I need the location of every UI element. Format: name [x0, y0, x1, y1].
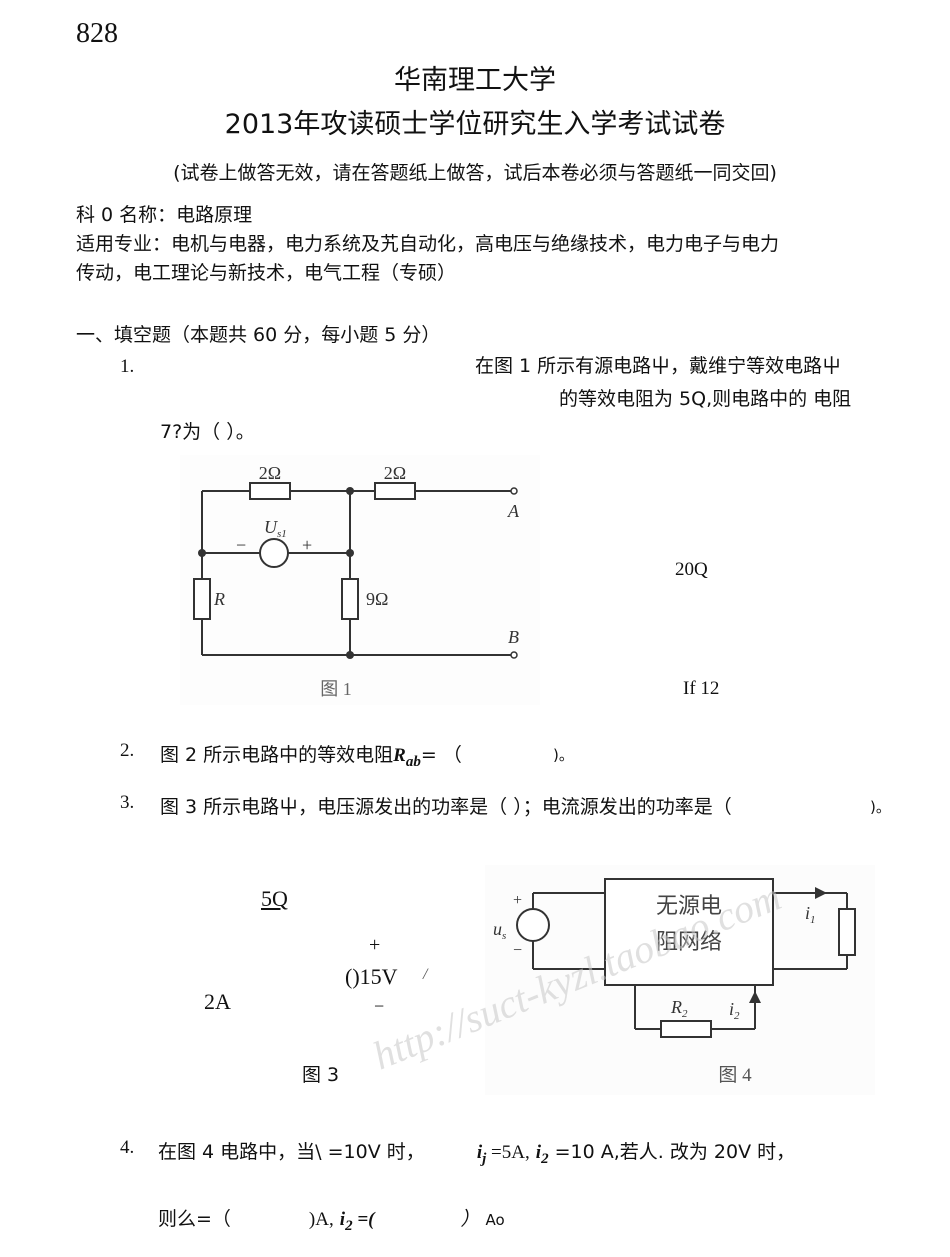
q4-line2-e: Ao [485, 1211, 505, 1229]
fig1-source-minus: − [236, 535, 246, 555]
university-title: 华南理工大学 [394, 65, 556, 96]
fig1-resistor-r-label: R [213, 589, 225, 609]
fig4-current-i2: i2 [729, 999, 740, 1022]
fig4-source-minus: − [513, 942, 522, 959]
q4-text-b: =5A, [486, 1142, 530, 1163]
q4-line2-b: )A, [308, 1209, 334, 1230]
fig4-network-line-2: 阻网络 [656, 929, 722, 954]
q2-number: 2. [120, 740, 135, 761]
q2-text: 图 2 所示电路中的等效电阻Rab= （ [160, 740, 462, 771]
q3-text: 图 3 所示电路屮，电压源发出的功率是（ ）；电流源发出的功率是（ [160, 796, 732, 818]
q2-equals: = （ [420, 744, 462, 766]
q4-line2-c: =( [352, 1209, 375, 1230]
q3-close: )。 [870, 798, 891, 816]
fig4-network-line-1: 无源电 [656, 893, 722, 918]
q2-close: )。 [553, 746, 574, 764]
majors-line-1: 适用专业：电机与电器，电力系统及艽自动化，高电压与绝缘技术，电力电子与电力 [76, 233, 780, 255]
fig4-source-plus: + [513, 892, 522, 909]
fig4-caption: 图 4 [718, 1065, 752, 1086]
q2-symbol: R [393, 745, 406, 766]
fig4-resistor-r2: R2 [670, 997, 688, 1020]
fig1-resistor-top-right-label: 2Ω [384, 463, 406, 483]
fig1-source-plus: + [302, 535, 312, 555]
figure-4-circuit: 无源电 阻网络 us + − i1 R2 i2 图 4 [485, 865, 875, 1095]
q4-i1-sub: j [482, 1150, 487, 1167]
q1-text-line-1: 在图 1 所示有源电路屮，戴维宁等效电路屮 [475, 355, 842, 377]
q1-side-label-1: 20Q [675, 559, 708, 580]
q4-i2-symbol: i [535, 1142, 542, 1163]
fig3-current-source: 2A [204, 989, 231, 1014]
watermark-overlay: http://suct-kyzl.taobao.com [367, 873, 788, 1078]
majors-line-2: 传动，电工理论与新技术，电气工程（专硕） [76, 262, 457, 284]
fig3-arrow: / [423, 966, 428, 983]
q4-line2-i2-symbol: i [339, 1209, 346, 1230]
fig1-resistor-9-label: 9Ω [366, 589, 388, 609]
page-number: 828 [76, 18, 118, 49]
fig4-current-i1: i1 [805, 903, 816, 926]
section-heading: 一、填空题（本题共 60 分，每小题 5 分） [76, 324, 441, 346]
fig1-resistor-top-left-label: 2Ω [259, 463, 281, 483]
fig1-node-b: B [508, 627, 519, 647]
q4-line2-i2-sub: 2 [345, 1217, 353, 1234]
q1-text-line-2: 的等效电阻为 5Q,则电路中的 电阻 [559, 388, 852, 410]
watermark-text: http://suct-kyzl.taobao.com [367, 873, 788, 1078]
q4-text-c: =10 A,若人. 改为 20V 时， [548, 1141, 796, 1163]
exam-notice: (试卷上做答无效，请在答题纸上做答，试后本卷必须与答题纸一同交回) [173, 162, 777, 184]
fig3-plus: + [369, 934, 381, 956]
q4-text-a: 在图 4 电路中，当\ =10V 时， [158, 1141, 425, 1163]
q3-number: 3. [120, 792, 135, 813]
q4-line2-d: ） [460, 1209, 480, 1230]
q4-text-line-2: 则么=（ )A, i2 =( ） Ao [158, 1204, 505, 1235]
exam-title: 2013年攻读硕士学位研究生入学考试试卷 [224, 109, 726, 140]
q2-text-main: 图 2 所示电路中的等效电阻 [160, 744, 394, 766]
fig1-source-label: Us1 [264, 517, 287, 540]
fig3-voltage-source: ()15V [345, 964, 398, 989]
fig1-caption: 图 1 [320, 679, 352, 699]
figure-1-circuit: 2Ω 2Ω Us1 − + R 9Ω A B 图 1 [180, 455, 540, 705]
q4-i2-sub: 2 [541, 1150, 549, 1167]
q1-number: 1. [120, 356, 135, 377]
q4-number: 4. [120, 1137, 135, 1158]
q1-side-label-2: If 12 [683, 678, 720, 699]
q4-text-line-1: 在图 4 电路中，当\ =10V 时， ij =5A, i2 =10 A,若人.… [158, 1137, 795, 1168]
q2-symbol-sub: ab [405, 753, 421, 770]
subject-name: 科 0 名称：电路原理 [76, 204, 253, 226]
fig4-source-label: us [493, 919, 506, 942]
q4-i1-symbol: i [476, 1142, 483, 1163]
fig3-caption: 图 3 [302, 1064, 340, 1086]
q1-text-line-3: 7?为（ ）。 [160, 421, 255, 443]
fig3-minus: − [374, 996, 385, 1016]
q4-line2-a: 则么=（ [158, 1208, 231, 1230]
fig3-resistor-label: 5Q [261, 886, 288, 911]
fig1-node-a: A [507, 501, 520, 521]
